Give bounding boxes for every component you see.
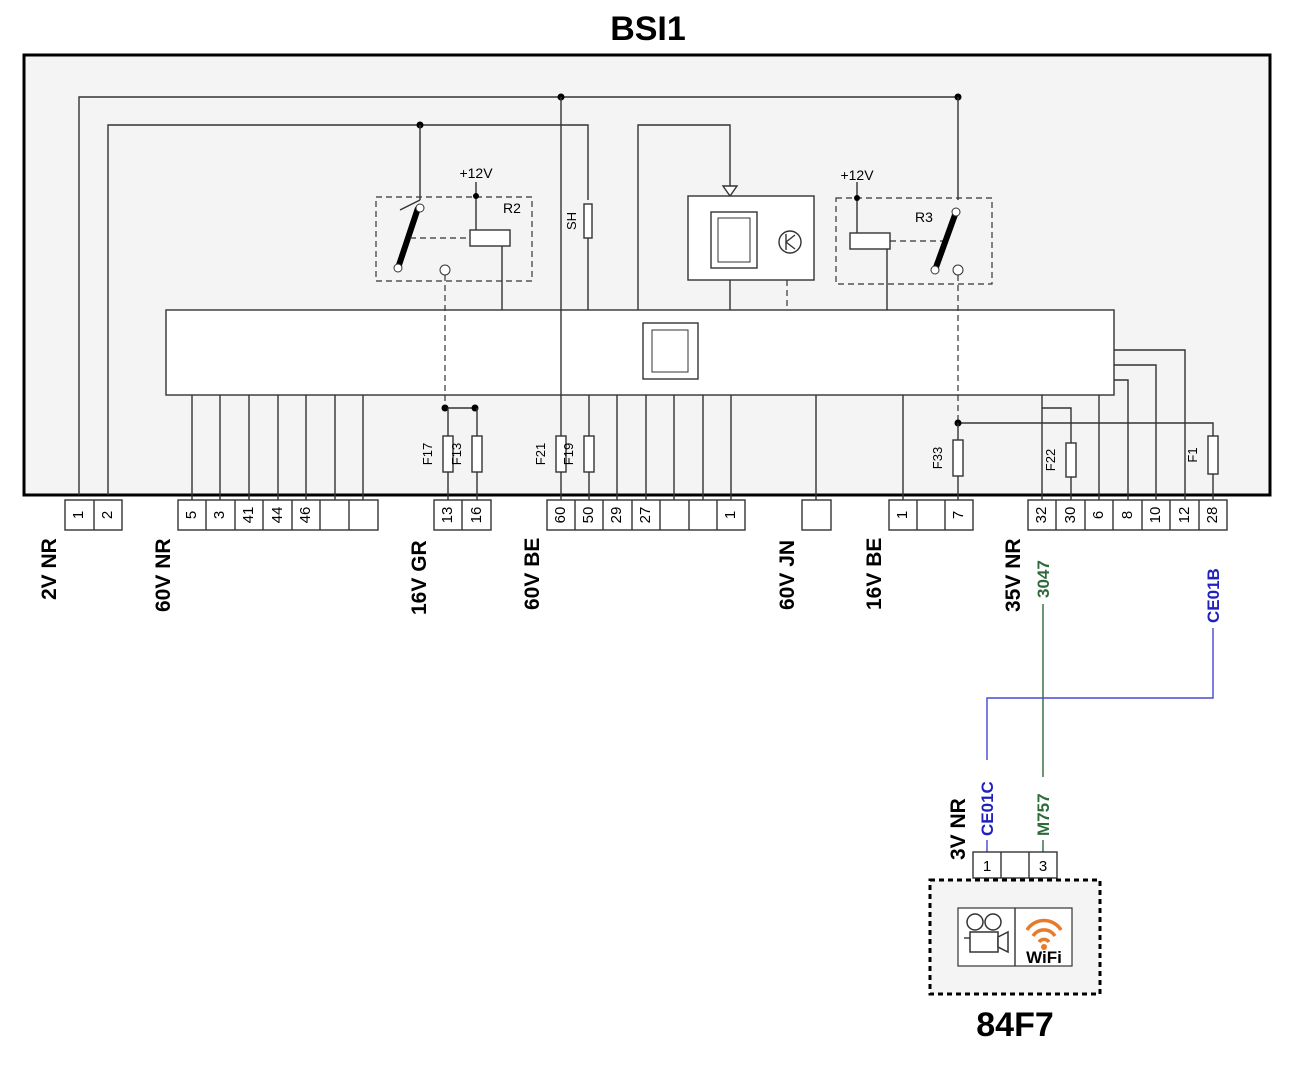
svg-text:2: 2 xyxy=(99,511,116,519)
svg-text:50: 50 xyxy=(580,507,597,524)
relay-r3: +12V R3 xyxy=(835,167,993,310)
svg-text:46: 46 xyxy=(297,507,314,524)
svg-text:16: 16 xyxy=(468,507,485,524)
svg-text:6: 6 xyxy=(1090,511,1107,519)
svg-text:1: 1 xyxy=(894,511,911,519)
wire-3047-label: 3047 xyxy=(1034,560,1053,598)
connector-label: 16V BE xyxy=(863,538,886,610)
fuse-f1: F1 xyxy=(1185,435,1219,500)
connector-16v-gr: 13 16 16V GR xyxy=(408,499,492,615)
svg-text:F1: F1 xyxy=(1185,447,1200,462)
connector-label: 60V BE xyxy=(521,538,544,610)
svg-text:3: 3 xyxy=(211,511,228,519)
module-title: BSI1 xyxy=(610,10,686,48)
camera-icon xyxy=(964,913,1009,954)
shunt-label: SH xyxy=(564,212,579,230)
svg-text:1: 1 xyxy=(983,858,991,875)
device-84f7: WiFi 84F7 xyxy=(928,878,1102,1044)
svg-text:F13: F13 xyxy=(449,443,464,465)
svg-text:10: 10 xyxy=(1147,507,1164,524)
connector-label: 2V NR xyxy=(38,538,61,600)
svg-text:8: 8 xyxy=(1119,511,1136,519)
svg-text:41: 41 xyxy=(240,507,257,524)
fuse-f33: F33 xyxy=(930,423,964,500)
fuse-f22: F22 xyxy=(1043,442,1077,500)
svg-text:60: 60 xyxy=(552,507,569,524)
svg-text:27: 27 xyxy=(637,507,654,524)
connector-16v-be: 1 7 16V BE xyxy=(863,499,974,610)
connector-60v-nr: 5 3 41 44 46 60V NR xyxy=(152,499,379,612)
svg-text:5: 5 xyxy=(183,511,200,519)
svg-text:3: 3 xyxy=(1039,858,1047,875)
relay-r2-supply: +12V xyxy=(459,165,493,181)
connector-label: 35V NR xyxy=(1002,538,1025,612)
svg-text:F17: F17 xyxy=(420,443,435,465)
ic-module-box xyxy=(687,195,904,395)
relay-r3-label: R3 xyxy=(915,209,933,225)
svg-text:1: 1 xyxy=(70,511,87,519)
svg-text:F22: F22 xyxy=(1043,449,1058,471)
external-wiring: 3047 M757 CE01B CE01C xyxy=(978,560,1223,852)
connector-35v-nr: 32 30 6 8 10 12 28 35V NR xyxy=(1002,499,1228,612)
fuses: F17 F13 F21 F19 F33 F2 xyxy=(420,310,1219,500)
wire-ce01c-label: CE01C xyxy=(978,781,997,836)
connector-label: 16V GR xyxy=(408,540,431,615)
wifi-label: WiFi xyxy=(1026,948,1062,967)
wifi-icon: WiFi xyxy=(1025,918,1063,967)
svg-text:7: 7 xyxy=(950,511,967,519)
svg-text:F19: F19 xyxy=(561,443,576,465)
svg-text:32: 32 xyxy=(1033,507,1050,524)
svg-text:F33: F33 xyxy=(930,447,945,469)
svg-text:1: 1 xyxy=(722,511,739,519)
svg-text:30: 30 xyxy=(1062,507,1079,524)
relay-r2-label: R2 xyxy=(503,200,521,216)
connector-2v-nr: 1 2 2V NR xyxy=(38,499,123,600)
svg-text:44: 44 xyxy=(269,507,286,524)
shunt-sh: SH xyxy=(564,203,593,310)
device-connector-label: 3V NR xyxy=(947,798,970,860)
fuse-f21: F21 xyxy=(533,310,567,500)
device-title: 84F7 xyxy=(976,1006,1054,1044)
svg-text:28: 28 xyxy=(1204,507,1221,524)
bsi-module-frame xyxy=(22,53,1272,497)
wire-m757-label: M757 xyxy=(1034,793,1053,836)
connector-60v-be: 60 50 29 27 1 60V BE xyxy=(521,499,746,610)
svg-text:12: 12 xyxy=(1176,507,1193,524)
fuse-f19: F19 xyxy=(561,395,595,500)
fuse-f17: F17 xyxy=(420,408,454,500)
wire-ce01b-label: CE01B xyxy=(1204,568,1223,623)
connector-pins: 1 2 2V NR 5 3 41 44 46 60V NR 13 16 16V … xyxy=(38,499,1228,615)
controller-block xyxy=(165,309,1115,396)
svg-text:F21: F21 xyxy=(533,443,548,465)
relay-r2: +12V R2 xyxy=(375,165,533,310)
controller-pin-wires xyxy=(191,275,1214,500)
connector-60v-jn: 60V JN xyxy=(776,499,832,610)
fuse-f13: F13 xyxy=(449,408,483,500)
internal-wiring xyxy=(78,93,962,495)
connector-label: 60V NR xyxy=(152,538,175,612)
device-connector: 1 3 3V NR xyxy=(947,798,1058,879)
relay-r3-supply: +12V xyxy=(840,167,874,183)
svg-text:29: 29 xyxy=(608,507,625,524)
connector-label: 60V JN xyxy=(776,540,799,610)
svg-text:13: 13 xyxy=(439,507,456,524)
